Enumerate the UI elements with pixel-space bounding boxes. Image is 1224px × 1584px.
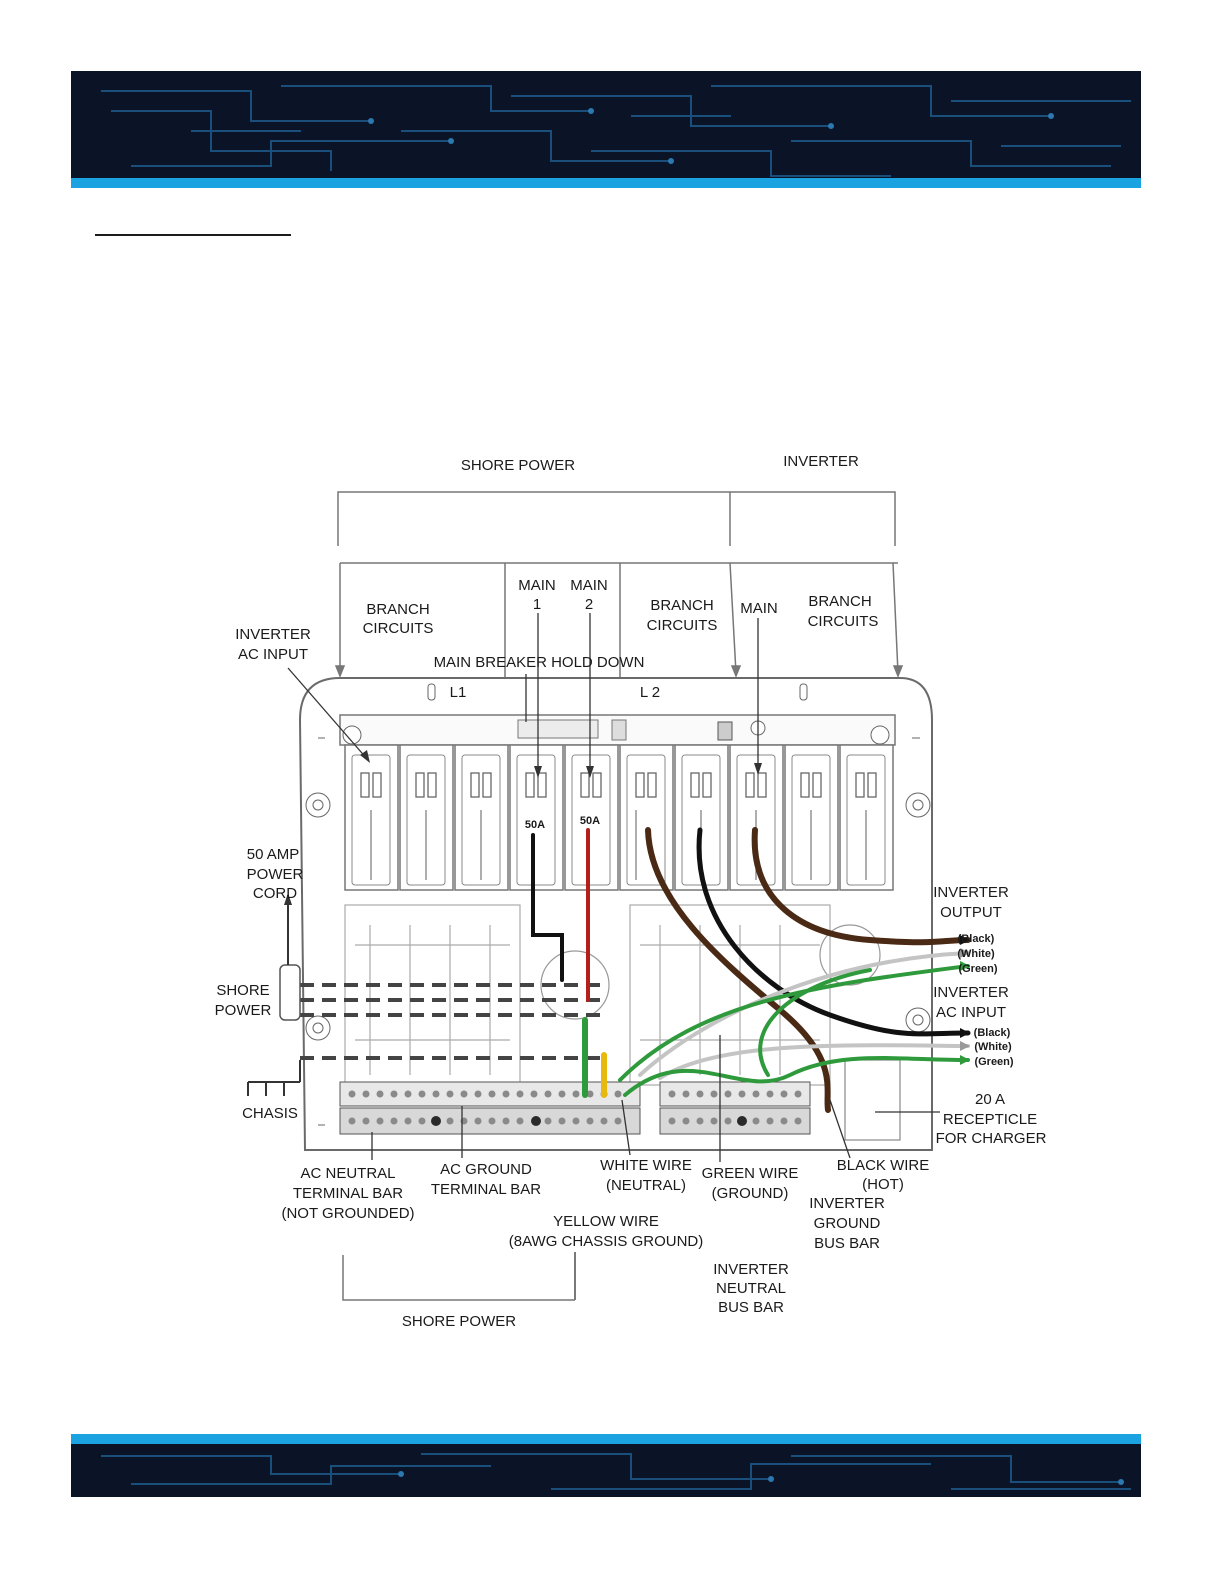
pointer-arrowheads xyxy=(360,750,762,778)
label-shore-power-bottom: SHORE POWER xyxy=(402,1313,516,1330)
circuit-pattern-top xyxy=(101,85,1131,177)
label-inverter-output-a: INVERTER xyxy=(933,884,1009,901)
label-output-black: (Black) xyxy=(958,933,995,945)
label-main-1-a: MAIN xyxy=(518,577,556,594)
terminal-bars xyxy=(339,1081,811,1135)
label-main-inverter: MAIN xyxy=(740,600,778,617)
label-power-cord-a: 50 AMP xyxy=(247,846,300,863)
footer-banner xyxy=(71,1444,1141,1497)
label-inverter-neutral-bus-a: INVERTER xyxy=(713,1261,789,1278)
label-branch-circuits-1-b: CIRCUITS xyxy=(363,620,434,637)
label-inverter-output-b: OUTPUT xyxy=(940,904,1002,921)
header-banner xyxy=(71,71,1141,188)
label-ac-ground-bar-b: TERMINAL BAR xyxy=(431,1181,541,1198)
label-inverter-ac-input-left-b: AC INPUT xyxy=(238,646,308,663)
chassis-ground-symbol xyxy=(247,1060,301,1096)
label-branch-circuits-3-b: CIRCUITS xyxy=(808,613,879,630)
label-shore-power-top: SHORE POWER xyxy=(461,457,575,474)
green-wire-output xyxy=(618,964,970,1082)
label-inverter-ground-bus-a: INVERTER xyxy=(809,1195,885,1212)
label-branch-circuits-2-b: CIRCUITS xyxy=(647,617,718,634)
label-inverter-ground-bus-c: BUS BAR xyxy=(814,1235,880,1252)
bottom-bracket xyxy=(342,1255,575,1301)
label-black-wire-a: BLACK WIRE xyxy=(837,1157,930,1174)
circuit-pattern-bottom xyxy=(101,1453,1131,1490)
label-branch-circuits-1-a: BRANCH xyxy=(366,601,429,618)
label-l2: L 2 xyxy=(640,684,660,701)
header-accent-strip xyxy=(71,178,1141,188)
black-wire-inverter-in xyxy=(696,827,971,1037)
label-power-cord-b: POWER xyxy=(247,866,304,883)
label-yellow-wire-a: YELLOW WIRE xyxy=(553,1213,659,1230)
label-inverter-ground-bus-b: GROUND xyxy=(814,1215,881,1232)
diagram-labels: SHORE POWER INVERTER BRANCH CIRCUITS MAI… xyxy=(215,453,1047,1330)
label-output-white: (White) xyxy=(957,948,995,960)
wire-arrowheads xyxy=(960,935,970,1065)
lower-compartment xyxy=(344,904,901,1141)
label-green-wire-b: (GROUND) xyxy=(712,1185,789,1202)
label-ac-neutral-bar-b: TERMINAL BAR xyxy=(293,1185,403,1202)
top-brackets xyxy=(334,491,904,735)
brown-wire-output xyxy=(751,827,971,946)
wires xyxy=(531,827,971,1113)
label-black-wire-b: (HOT) xyxy=(862,1176,904,1193)
breaker-inner-bodies xyxy=(351,754,886,886)
label-l1: L1 xyxy=(450,684,467,701)
label-main-breaker-hold-down: MAIN BREAKER HOLD DOWN xyxy=(434,654,645,671)
label-input-green: (Green) xyxy=(974,1056,1013,1068)
label-green-wire-a: GREEN WIRE xyxy=(702,1165,799,1182)
label-shore-power-left-a: SHORE xyxy=(216,982,269,999)
label-inverter-neutral-bus-c: BUS BAR xyxy=(718,1299,784,1316)
label-input-white: (White) xyxy=(974,1041,1012,1053)
label-branch-circuits-2-a: BRANCH xyxy=(650,597,713,614)
green-wire-loop xyxy=(758,968,872,1077)
label-main-1-b: 1 xyxy=(533,596,541,613)
label-power-cord-c: CORD xyxy=(253,885,297,902)
label-branch-circuits-3-a: BRANCH xyxy=(808,593,871,610)
label-yellow-wire-b: (8AWG CHASSIS GROUND) xyxy=(509,1233,703,1250)
shore-cord-dashes xyxy=(300,983,600,1060)
label-receptacle-a: 20 A xyxy=(975,1091,1005,1108)
label-ac-ground-bar-a: AC GROUND xyxy=(440,1161,532,1178)
black-wire-main1 xyxy=(531,833,564,982)
label-breaker-rating-1: 50A xyxy=(525,819,545,831)
shore-cord-plug xyxy=(279,893,301,1021)
label-receptacle-b: RECEPTICLE xyxy=(943,1111,1037,1128)
breaker-handles xyxy=(360,772,877,798)
label-input-black: (Black) xyxy=(974,1027,1011,1039)
label-inverter-neutral-bus-b: NEUTRAL xyxy=(716,1280,786,1297)
label-output-green: (Green) xyxy=(958,963,997,975)
white-wire-output xyxy=(638,951,970,1077)
footer-accent-strip xyxy=(71,1434,1141,1444)
label-ac-neutral-bar-c: (NOT GROUNDED) xyxy=(281,1205,414,1222)
green-wire-input xyxy=(623,1056,970,1097)
label-white-wire-a: WHITE WIRE xyxy=(600,1157,692,1174)
label-inverter-top: INVERTER xyxy=(783,453,859,470)
pointer-lines xyxy=(287,613,940,1300)
label-breaker-rating-2: 50A xyxy=(580,815,600,827)
label-inverter-ac-input-left-a: INVERTER xyxy=(235,626,311,643)
label-shore-power-left-b: POWER xyxy=(215,1002,272,1019)
label-inverter-ac-input-right-b: AC INPUT xyxy=(936,1004,1006,1021)
label-white-wire-b: (NEUTRAL) xyxy=(606,1177,686,1194)
label-main-2-b: 2 xyxy=(585,596,593,613)
white-wire-input xyxy=(658,1043,970,1080)
label-chasis: CHASIS xyxy=(242,1105,298,1122)
section-title-rule xyxy=(95,234,291,236)
label-receptacle-c: FOR CHARGER xyxy=(936,1130,1047,1147)
label-inverter-ac-input-right-a: INVERTER xyxy=(933,984,1009,1001)
label-main-2-a: MAIN xyxy=(570,577,608,594)
label-ac-neutral-bar-a: AC NEUTRAL xyxy=(300,1165,395,1182)
